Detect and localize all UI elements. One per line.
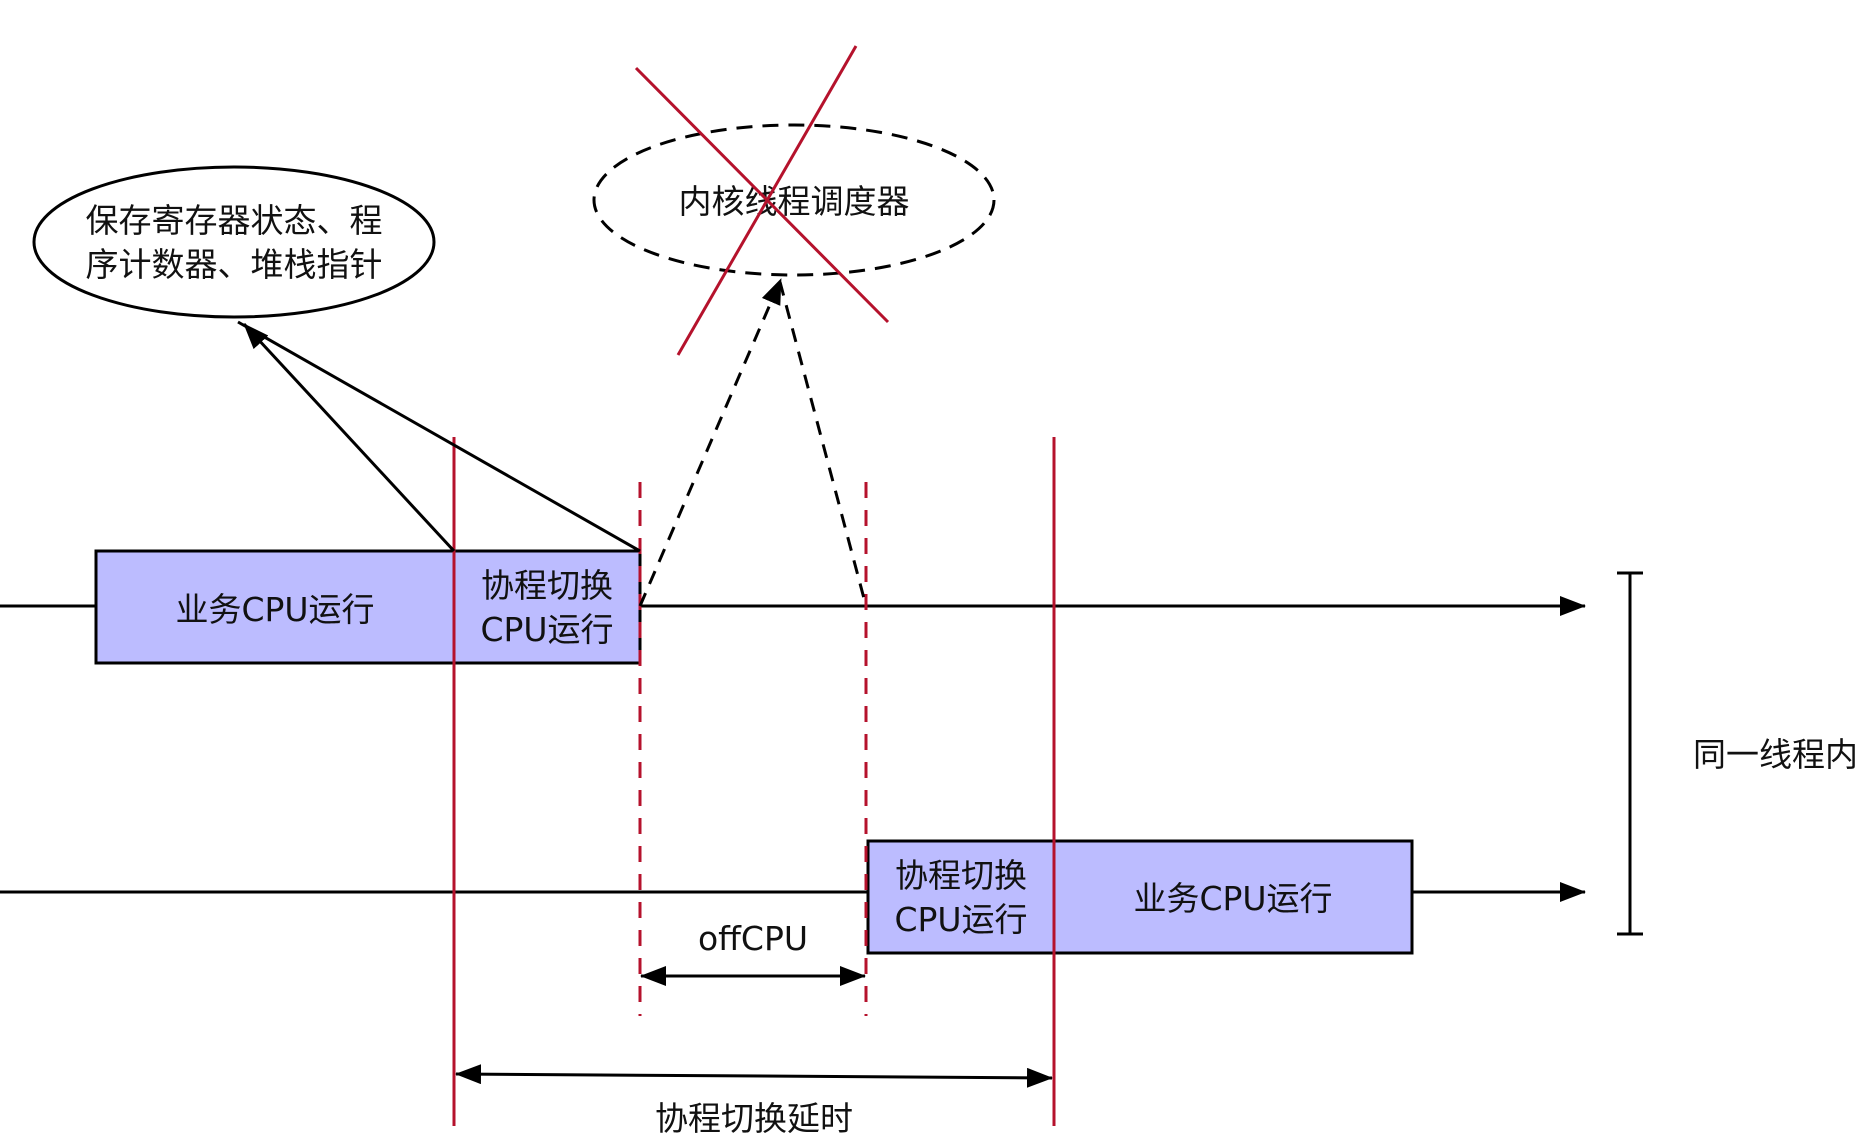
kernel-arrow-up	[638, 278, 783, 607]
bottom-business-cpu-label: 业务CPU运行	[1133, 879, 1332, 918]
offcpu-label: offCPU	[698, 919, 808, 958]
cross-out-line-a	[634, 66, 890, 324]
bottom-switch-box	[866, 839, 1056, 955]
cross-out-line-b	[676, 45, 858, 356]
top-business-cpu-label: 业务CPU运行	[175, 590, 374, 629]
kernel-arrow-down	[778, 281, 868, 607]
save-state-ellipse	[32, 165, 436, 319]
same-thread-label: 同一线程内	[1693, 735, 1858, 774]
save-state-arrow-left	[242, 322, 456, 553]
save-state-label-line2: 序计数器、堆栈指针	[86, 245, 383, 284]
kernel-scheduler-label: 内核线程调度器	[679, 182, 910, 221]
switch-delay-label: 协程切换延时	[655, 1099, 853, 1138]
top-switch-label-line1: 协程切换	[481, 566, 613, 605]
top-switch-label-line2: CPU运行	[480, 610, 613, 649]
kernel-scheduler-ellipse	[592, 123, 996, 277]
bottom-switch-label-line1: 协程切换	[895, 856, 1027, 895]
save-state-label-line1: 保存寄存器状态、程	[86, 201, 383, 240]
switch-delay-span-arrow	[455, 1064, 1053, 1088]
bottom-switch-label-line2: CPU运行	[894, 900, 1027, 939]
save-state-arrow-right	[237, 320, 641, 553]
top-switch-box	[452, 549, 642, 665]
